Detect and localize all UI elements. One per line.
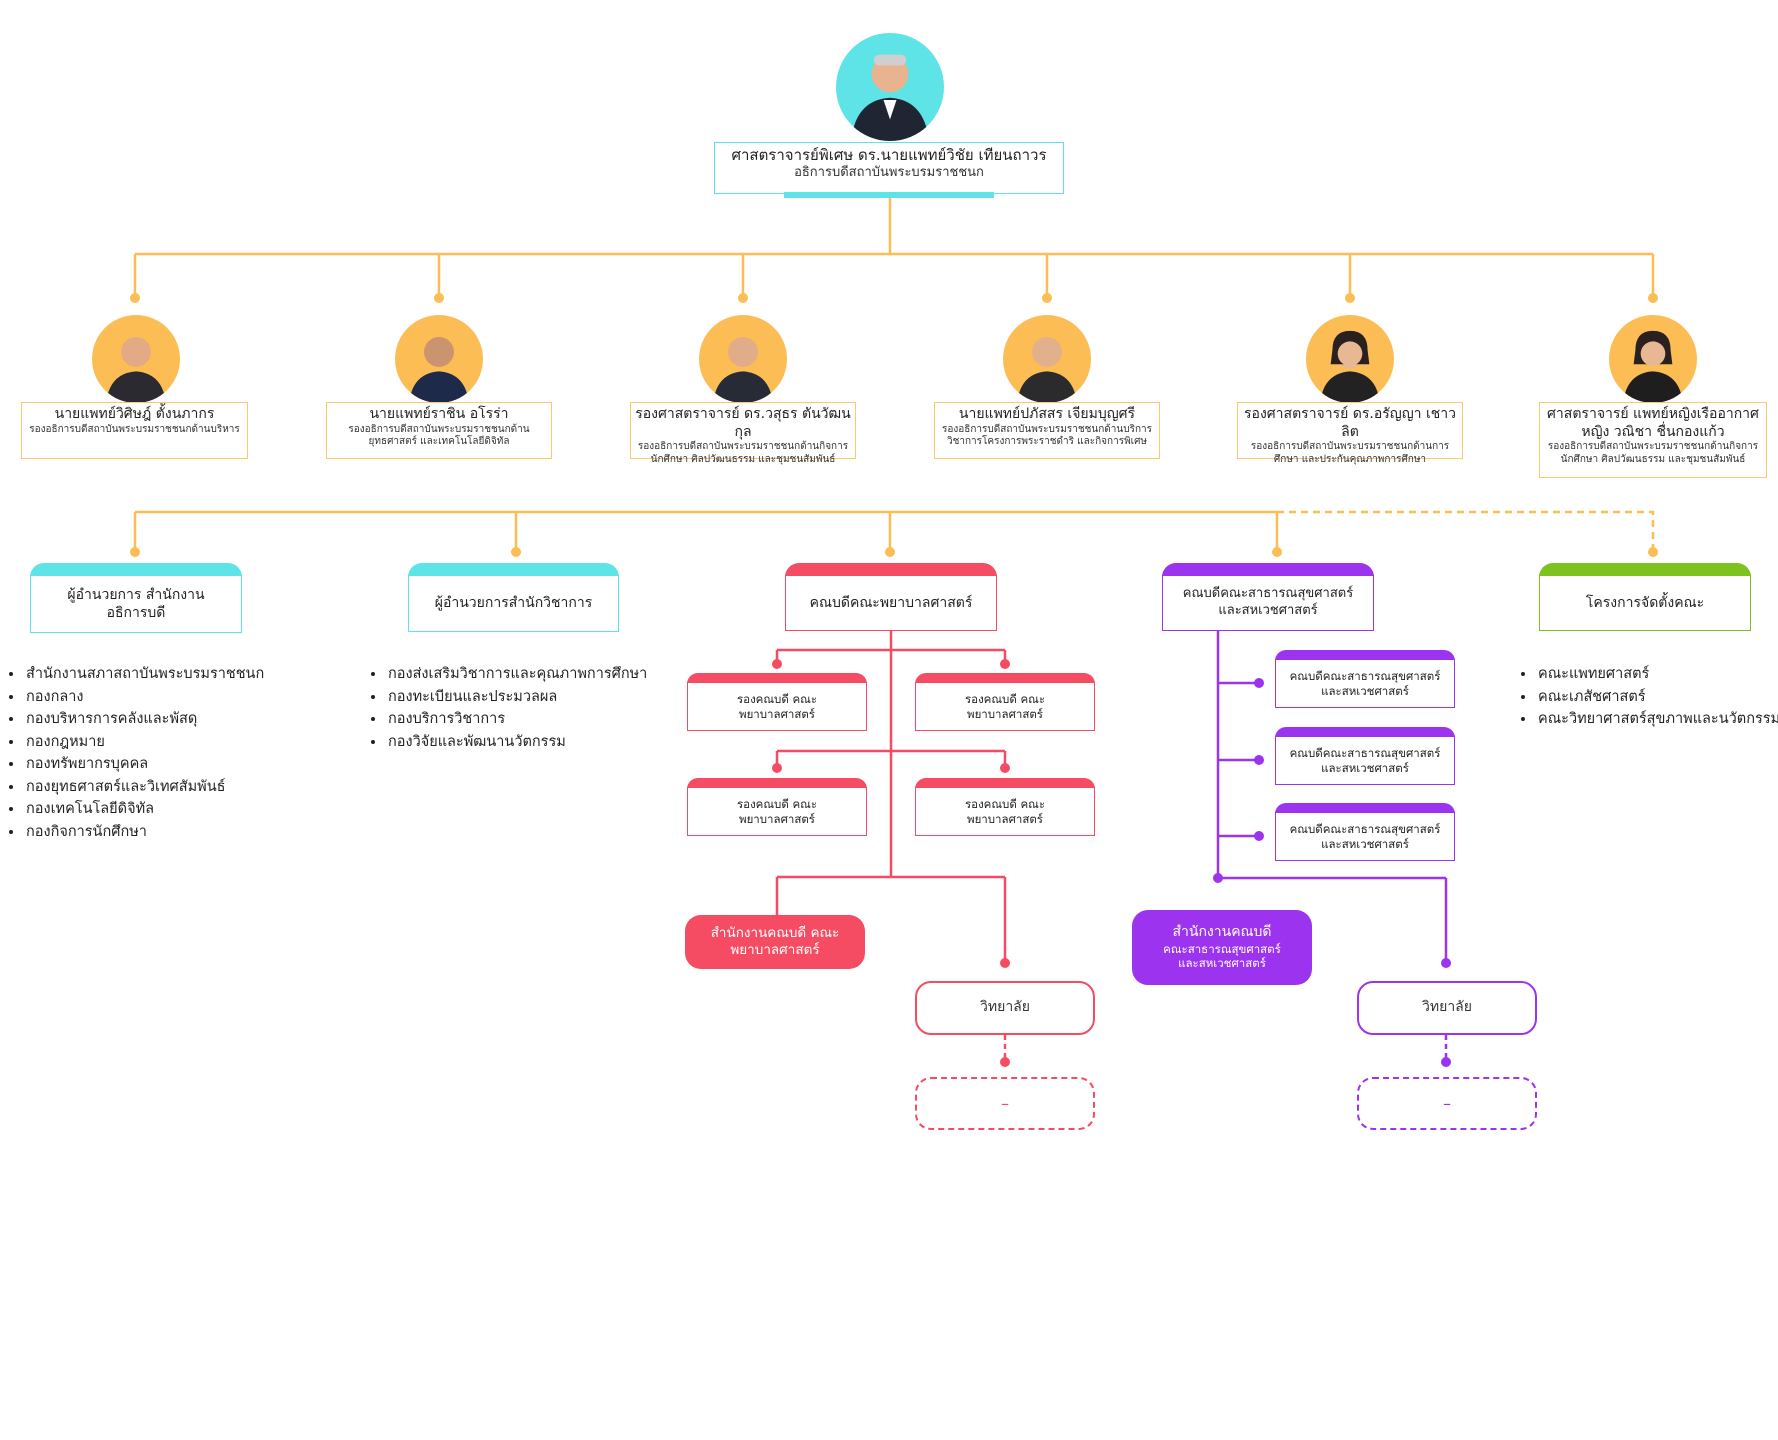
nursing-box: คณบดีคณะพยาบาลศาสตร์	[785, 575, 997, 631]
faculty-project-units: คณะแพทยศาสตร์ คณะเภสัชศาสตร์ คณะวิทยาศาส…	[1512, 663, 1778, 731]
ph-deputy-3: คณบดีคณะสาธารณสุขศาสตร์ และสหเวชศาสตร์	[1275, 812, 1455, 861]
list-item: กองบริการวิชาการ	[386, 708, 726, 731]
vp-role-6: รองอธิการบดีสถาบันพระบรมราชชนกด้านกิจการ…	[1547, 441, 1759, 465]
nursing-deputy-cap-2	[915, 673, 1095, 684]
nursing-deputy-1: รองคณบดี คณะพยาบาลศาสตร์	[687, 682, 867, 731]
list-item: กองบริหารการคลังและพัสดุ	[24, 708, 314, 731]
public-health-cap	[1162, 563, 1374, 577]
faculty-project-cap	[1539, 563, 1751, 577]
list-item: กองทรัพยากรบุคคล	[24, 753, 314, 776]
ph-deputy-label-2: คณบดีคณะสาธารณสุขศาสตร์ และสหเวชศาสตร์	[1289, 745, 1441, 775]
ph-deputy-2: คณบดีคณะสาธารณสุขศาสตร์ และสหเวชศาสตร์	[1275, 736, 1455, 785]
vp-name-2: นายแพทย์ราชิน อโรร่า	[369, 406, 509, 422]
vp-role-4: รองอธิการบดีสถาบันพระบรมราชชนกด้านบริการ…	[941, 423, 1152, 448]
list-item: คณะแพทยศาสตร์	[1536, 663, 1778, 686]
nursing-deputy-label-2: รองคณบดี คณะพยาบาลศาสตร์	[964, 691, 1046, 721]
vp-photo-1	[92, 315, 180, 403]
vp-photo-3	[699, 315, 787, 403]
vp-name-4: นายแพทย์ปภัสสร เจียมบุญศรี	[958, 406, 1136, 422]
list-item: กองวิจัยและพัฒนานวัตกรรม	[386, 731, 726, 754]
nursing-office-label: สำนักงานคณบดี คณะพยาบาลศาสตร์	[710, 925, 840, 958]
ph-college-label: วิทยาลัย	[1422, 999, 1472, 1016]
office-president-title: ผู้อำนวยการ สำนักงานอธิการบดี	[67, 586, 205, 621]
vp-name-5: รองศาสตราจารย์ ดร.อรัญญา เชาวลิต	[1244, 406, 1456, 440]
list-item: กองทะเบียนและประมวลผล	[386, 686, 726, 709]
office-president-units: สำนักงานสภาสถาบันพระบรมราชชนก กองกลาง กอ…	[0, 663, 314, 843]
nursing-deputy-2: รองคณบดี คณะพยาบาลศาสตร์	[915, 682, 1095, 731]
nursing-cap	[785, 563, 997, 577]
vp-box-2: นายแพทย์ราชิน อโรร่า รองอธิการบดีสถาบันพ…	[326, 402, 552, 459]
nursing-deputy-cap-1	[687, 673, 867, 684]
vp-role-1: รองอธิการบดีสถาบันพระบรมราชชนกด้านบริหาร	[29, 423, 240, 435]
nursing-title: คณบดีคณะพยาบาลศาสตร์	[809, 594, 973, 611]
vp-box-5: รองศาสตราจารย์ ดร.อรัญญา เชาวลิต รองอธิก…	[1237, 402, 1463, 465]
president-box: ศาสตราจารย์พิเศษ ดร.นายแพทย์วิชัย เทียนถ…	[714, 142, 1064, 194]
president-underbar	[784, 192, 994, 198]
vp-photo-2	[395, 315, 483, 403]
nursing-placeholder-label: –	[1001, 1093, 1009, 1113]
ph-deputy-label-3: คณบดีคณะสาธารณสุขศาสตร์ และสหเวชศาสตร์	[1289, 821, 1441, 851]
public-health-box: คณบดีคณะสาธารณสุขศาสตร์ และสหเวชศาสตร์	[1162, 575, 1374, 631]
faculty-project-title: โครงการจัดตั้งคณะ	[1585, 594, 1705, 611]
vp-box-6: ศาสตราจารย์ แพทย์หญิงเรืออากาศหญิง วณิชา…	[1539, 402, 1767, 478]
nursing-college-label: วิทยาลัย	[980, 999, 1030, 1016]
list-item: กองยุทธศาสตร์และวิเทศสัมพันธ์	[24, 776, 314, 799]
vp-name-6: ศาสตราจารย์ แพทย์หญิงเรืออากาศหญิง วณิชา…	[1547, 406, 1759, 440]
list-item: คณะวิทยาศาสตร์สุขภาพและนวัตกรรม	[1536, 708, 1778, 731]
list-item: คณะเภสัชศาสตร์	[1536, 686, 1778, 709]
list-item: กองส่งเสริมวิชาการและคุณภาพการศึกษา	[386, 663, 726, 686]
ph-office: สำนักงานคณบดี คณะสาธารณสุขศาสตร์ และสหเว…	[1132, 910, 1312, 985]
ph-deputy-cap-1	[1275, 650, 1455, 661]
vp-role-5: รองอธิการบดีสถาบันพระบรมราชชนกด้านการศึก…	[1250, 441, 1450, 465]
list-item: กองเทคโนโลยีดิจิทัล	[24, 798, 314, 821]
vp-box-4: นายแพทย์ปภัสสร เจียมบุญศรี รองอธิการบดีส…	[934, 402, 1160, 459]
vp-role-3: รองอธิการบดีสถาบันพระบรมราชชนกด้านกิจการ…	[637, 441, 849, 465]
vp-photo-6	[1609, 315, 1697, 403]
president-photo	[836, 33, 944, 141]
ph-deputy-label-1: คณบดีคณะสาธารณสุขศาสตร์ และสหเวชศาสตร์	[1289, 668, 1441, 698]
president-name: ศาสตราจารย์พิเศษ ดร.นายแพทย์วิชัย เทียนถ…	[731, 146, 1047, 164]
office-president-cap	[30, 563, 242, 577]
vp-box-1: นายแพทย์วิศิษฎ์ ตั้งนภากร รองอธิการบดีสถ…	[21, 402, 248, 459]
nursing-office: สำนักงานคณบดี คณะพยาบาลศาสตร์	[685, 915, 865, 969]
ph-deputy-cap-3	[1275, 803, 1455, 814]
nursing-deputy-cap-3	[687, 778, 867, 789]
ph-deputy-1: คณบดีคณะสาธารณสุขศาสตร์ และสหเวชศาสตร์	[1275, 659, 1455, 708]
nursing-deputy-label-1: รองคณบดี คณะพยาบาลศาสตร์	[736, 691, 818, 721]
vp-photo-5	[1306, 315, 1394, 403]
vp-name-3: รองศาสตราจารย์ ดร.วสุธร ตันวัฒนกุล	[635, 406, 851, 440]
ph-deputy-cap-2	[1275, 727, 1455, 738]
nursing-deputy-cap-4	[915, 778, 1095, 789]
vp-photo-4	[1003, 315, 1091, 403]
nursing-deputy-label-4: รองคณบดี คณะพยาบาลศาสตร์	[964, 796, 1046, 826]
public-health-title: คณบดีคณะสาธารณสุขศาสตร์ และสหเวชศาสตร์	[1182, 586, 1354, 618]
nursing-deputy-4: รองคณบดี คณะพยาบาลศาสตร์	[915, 787, 1095, 836]
academic-office-title: ผู้อำนวยการสำนักวิชาการ	[434, 595, 593, 612]
nursing-deputy-label-3: รองคณบดี คณะพยาบาลศาสตร์	[736, 796, 818, 826]
list-item: กองกิจการนักศึกษา	[24, 821, 314, 844]
ph-office-sub: คณะสาธารณสุขศาสตร์ และสหเวชศาสตร์	[1163, 941, 1281, 971]
nursing-college: วิทยาลัย	[915, 981, 1095, 1035]
ph-placeholder: –	[1357, 1077, 1537, 1130]
ph-office-title: สำนักงานคณบดี	[1172, 924, 1272, 941]
list-item: สำนักงานสภาสถาบันพระบรมราชชนก	[24, 663, 314, 686]
vp-name-1: นายแพทย์วิศิษฎ์ ตั้งนภากร	[54, 406, 215, 422]
president-role: อธิการบดีสถาบันพระบรมราชชนก	[794, 164, 984, 180]
academic-office-box: ผู้อำนวยการสำนักวิชาการ	[408, 575, 619, 632]
vp-role-2: รองอธิการบดีสถาบันพระบรมราชชนกด้านยุทธศา…	[348, 423, 530, 448]
vp-box-3: รองศาสตราจารย์ ดร.วสุธร ตันวัฒนกุล รองอธ…	[630, 402, 856, 465]
list-item: กองกลาง	[24, 686, 314, 709]
list-item: กองกฎหมาย	[24, 731, 314, 754]
ph-placeholder-label: –	[1443, 1093, 1451, 1113]
academic-office-cap	[408, 563, 619, 577]
faculty-project-box: โครงการจัดตั้งคณะ	[1539, 575, 1751, 631]
nursing-deputy-3: รองคณบดี คณะพยาบาลศาสตร์	[687, 787, 867, 836]
ph-college: วิทยาลัย	[1357, 981, 1537, 1035]
nursing-placeholder: –	[915, 1077, 1095, 1130]
academic-office-units: กองส่งเสริมวิชาการและคุณภาพการศึกษา กองท…	[362, 663, 726, 753]
office-president-box: ผู้อำนวยการ สำนักงานอธิการบดี	[30, 575, 242, 633]
